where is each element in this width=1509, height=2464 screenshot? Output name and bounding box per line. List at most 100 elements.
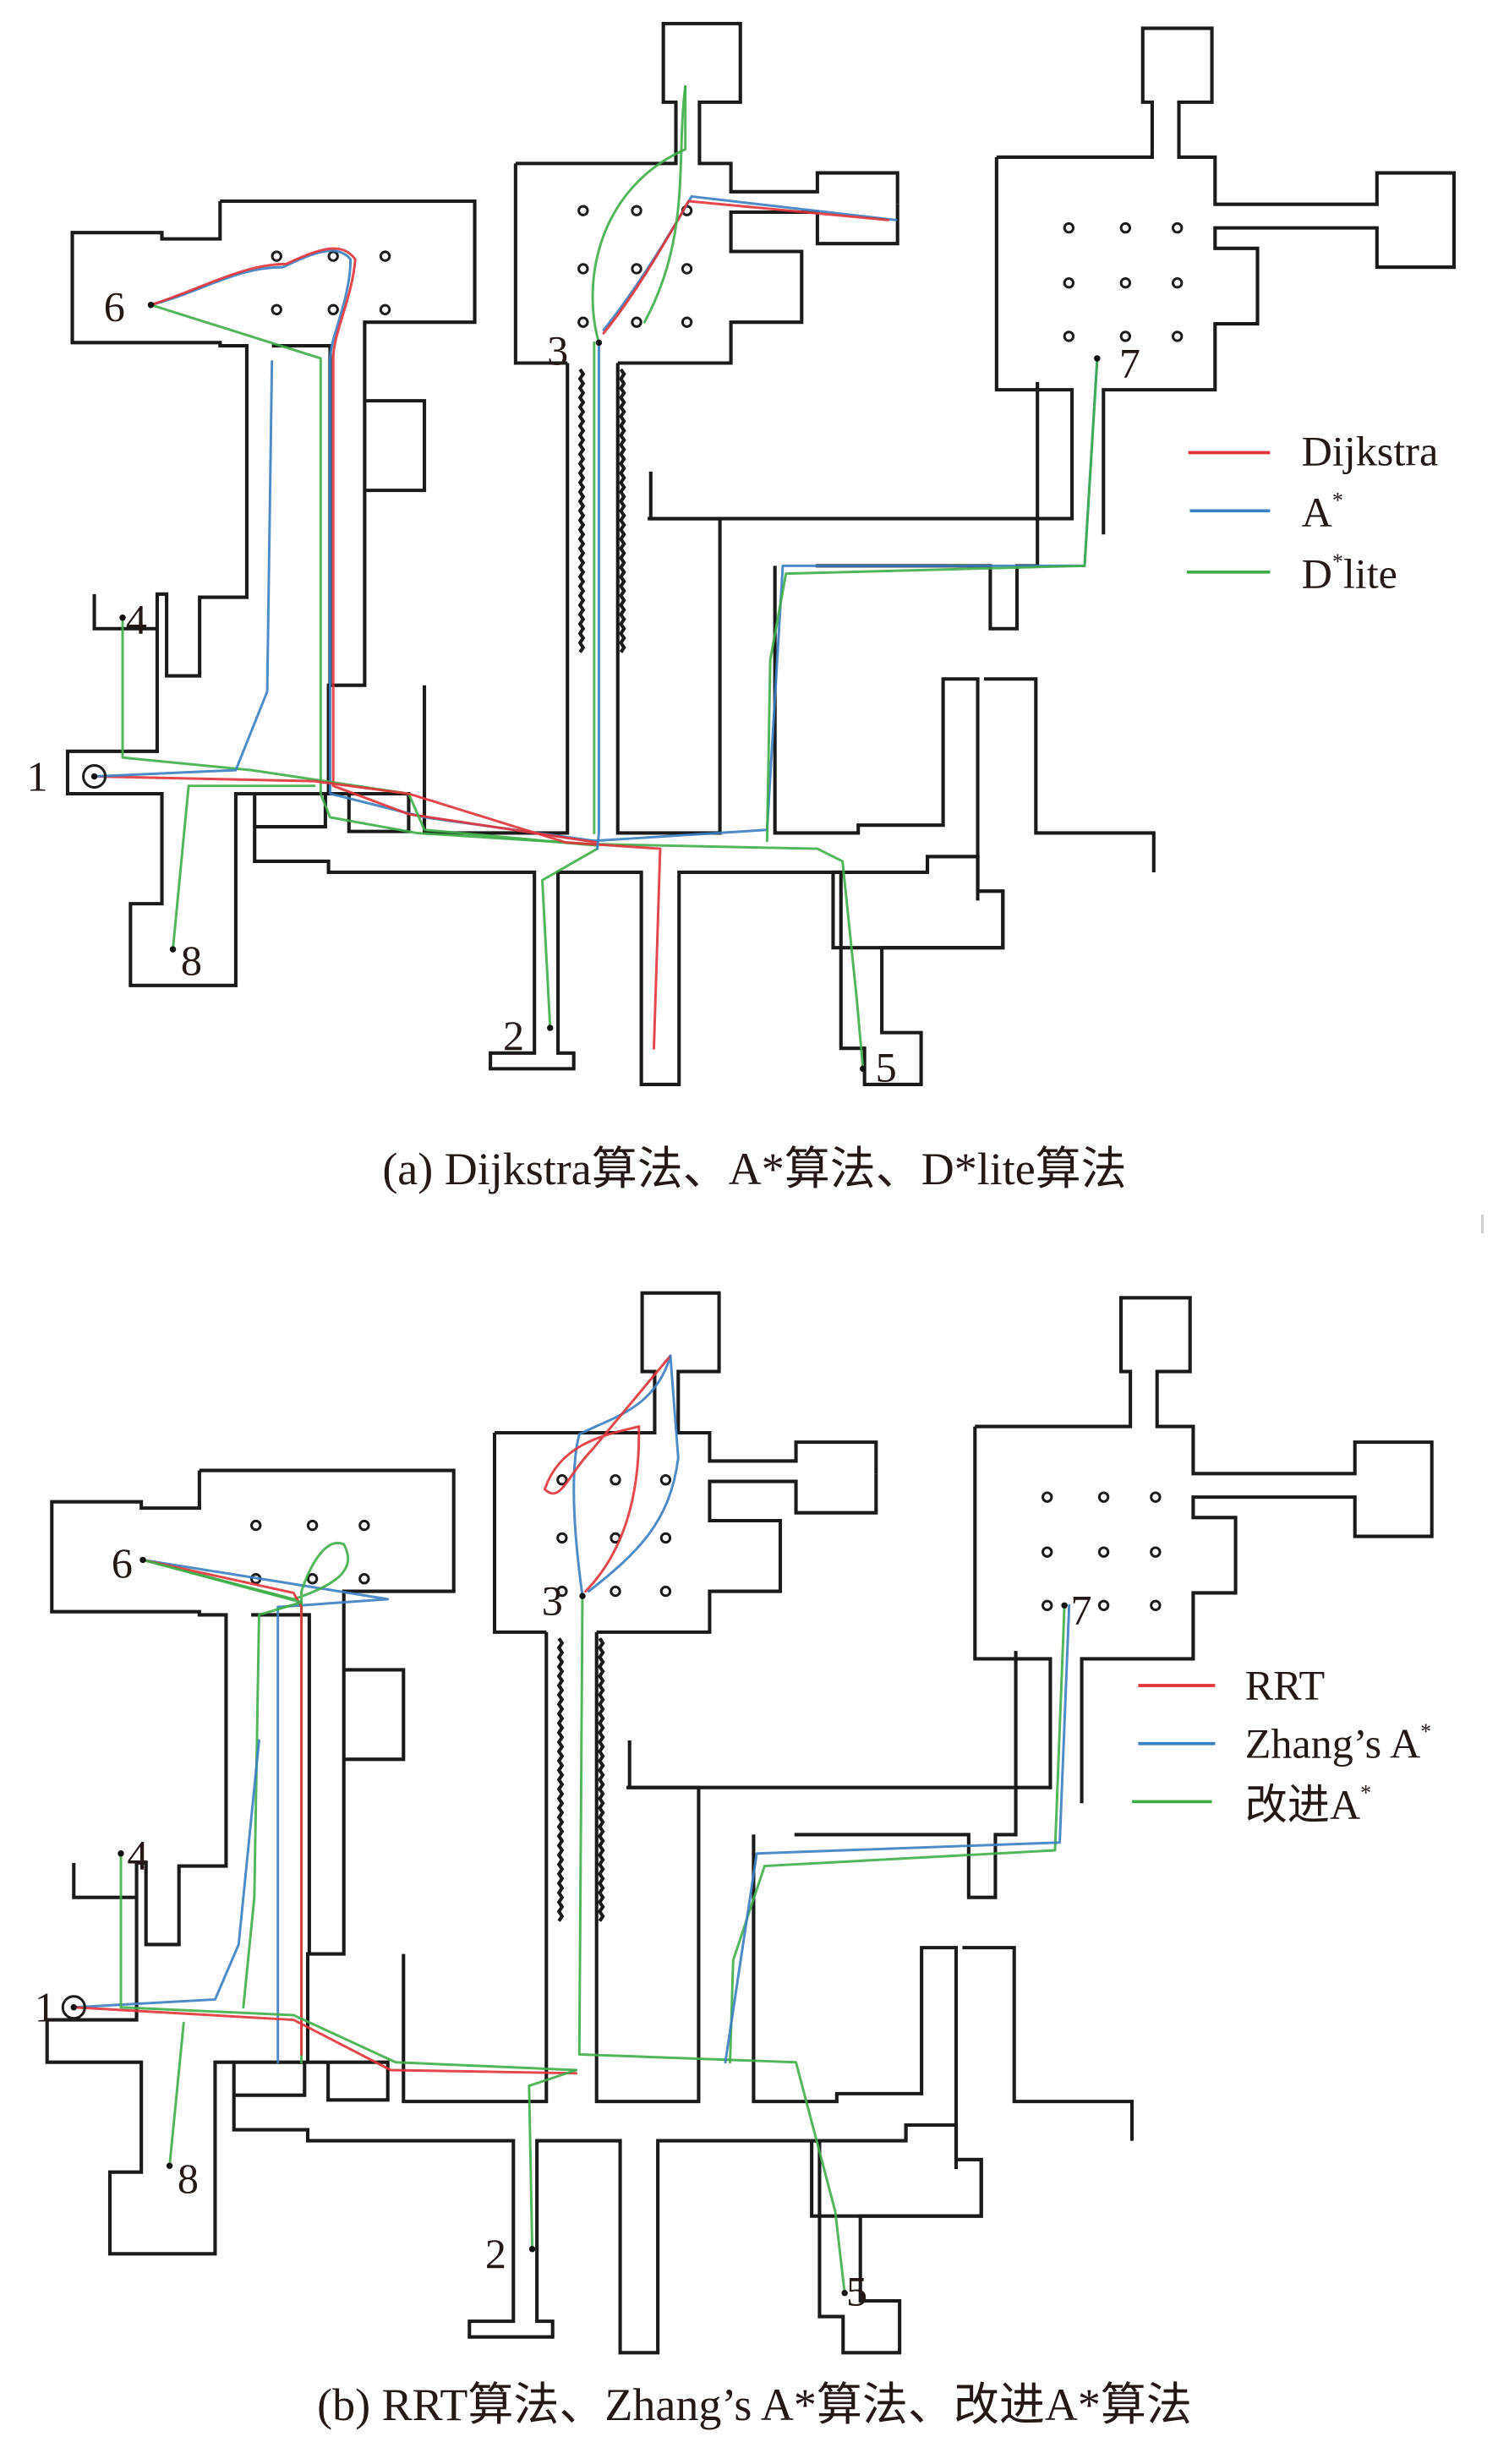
waypoint-label-5: 5 [876,1043,897,1090]
pillar-icon [577,316,589,328]
legend-label-rrt: RRT [1245,1662,1325,1709]
wall-segment [648,156,1074,521]
waypoint-label-1: 1 [35,1983,56,2030]
trajectory-path [141,1558,390,2064]
legend-label-dlite: D*lite [1302,549,1397,597]
trajectory-path [543,1354,672,1593]
legend: RRT Zhang’s A* 改进A* [1132,1662,1431,1828]
wall-segment [626,1426,1052,1789]
trajectory-path [119,1852,578,2072]
trajectory-path [591,85,687,344]
wall-segment [513,163,568,365]
pillar-icon [1150,1491,1162,1503]
trajectory-path [168,2021,185,2167]
pillar-icon [306,1519,319,1532]
map-b-svg: 1 2 3 4 5 6 7 8 RRT Zhang’s A* [35,1291,1434,2355]
waypoint-label-1: 1 [27,752,48,800]
map-a-svg: 1 2 3 4 5 6 7 8 Dijkstra A* D*lite [27,21,1456,1090]
waypoint-label-7: 7 [1119,339,1140,386]
pillar-icon [271,303,282,315]
waypoint-dot-2 [528,2246,536,2253]
legend-label-improved-astar: 改进A* [1245,1781,1371,1828]
start-marker-icon [82,764,107,789]
pillar-icon [1150,1599,1162,1611]
wall-segment [492,1433,547,1634]
wall-segment [975,1296,1434,1804]
waypoint-label-6: 6 [104,282,125,330]
serrated-wall [597,1637,605,1922]
waypoint-dot-6 [147,302,155,309]
wall-segment [364,399,427,493]
pillar-icon [659,1585,672,1598]
wall-segment [253,791,1005,1087]
waypoint-label-3: 3 [547,326,568,374]
pillar-icon [1097,1546,1110,1558]
pillar-icon [1171,331,1184,342]
pillar-icon [659,1474,672,1486]
legend-label-zhang-astar: Zhang’s A* [1245,1719,1431,1767]
pillar-icon [306,1573,319,1585]
pillar-icon [1119,221,1132,234]
wall-segment [92,593,157,631]
waypoint-dot-6 [139,1556,146,1564]
legend-label-zhang-sup: * [1420,1719,1431,1744]
trajectory-path [150,247,599,844]
wall-segment [983,677,1156,872]
wall-segment [996,26,1456,535]
pillar-icon [577,205,589,216]
legend-label-improved-base: 改进A [1245,1781,1360,1828]
pillar-icon [1150,1546,1162,1558]
wall-segment [773,565,980,901]
legend-label-astar-base: A [1302,489,1332,536]
legend-label-zhang-base: Zhang’s A [1245,1719,1420,1767]
serrated-wall [618,368,626,653]
trajectory-path [540,847,599,1030]
trajectory-path [72,2006,578,2075]
pillar-icon [556,1585,568,1598]
start-dot [70,2004,77,2011]
waypoint-dot-5 [841,2290,848,2297]
wall-segment [596,1473,878,1634]
waypoint-label-7: 7 [1071,1587,1092,1634]
trajectory-path [72,1739,260,2009]
pillar-icon [250,1519,262,1532]
legend-label-improved-sup: * [1360,1781,1371,1806]
trajectory-path [596,341,600,850]
wall-segment [962,1946,1134,2141]
waypoint-dot-4 [119,615,126,621]
serrated-wall [556,1637,565,1922]
panel-b-map: 1 2 3 4 5 6 7 8 RRT Zhang’s A* [0,1268,1509,2367]
waypoint-label-8: 8 [181,937,202,984]
pillar-icon [358,1573,370,1585]
trajectory-path [602,199,890,335]
trajectory-path [642,85,687,324]
legend-label-astar: A* [1302,489,1343,536]
pillar-icon [379,303,391,315]
legend-label-astar-sup: * [1332,489,1343,513]
waypoint-label-2: 2 [485,2230,506,2277]
pillar-icon [1171,221,1184,234]
trajectory-path [587,1354,680,1593]
pillar-icon [358,1519,370,1532]
waypoint-dot-8 [166,2162,173,2169]
legend-label-dijkstra: Dijkstra [1302,427,1439,474]
trajectory-path [141,1558,303,2056]
start-marker-icon [61,1995,86,2020]
trajectory-path [528,2068,578,2251]
pillar-icon [631,316,642,328]
pillar-icon [659,1532,672,1544]
wall-segment [220,199,477,796]
trajectory-path [150,249,1099,843]
map-pillars [250,1474,1162,1611]
pillar-icon [1097,1491,1110,1503]
map-b-group: 1 2 3 4 5 6 7 8 RRT Zhang’s A* [35,1291,1434,2355]
pillar-icon [1063,276,1075,289]
legend: Dijkstra A* D*lite [1186,427,1439,597]
wall-segment [326,2060,390,2102]
trajectory-path [141,1541,349,2064]
wall-segment [232,2060,983,2355]
waypoint-labels: 1 2 3 4 5 6 7 8 [27,282,1140,1090]
waypoint-dot-3 [579,1593,586,1599]
pillar-icon [379,250,391,262]
wall-segment [402,1631,549,2104]
